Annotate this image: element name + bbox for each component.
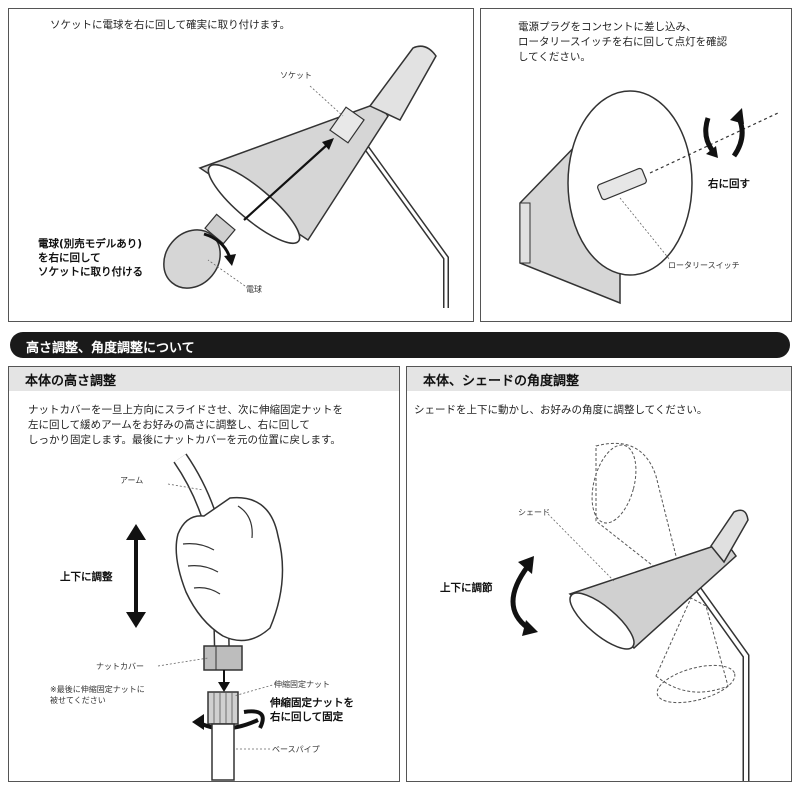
angle-adjust-instruction: シェードを上下に動かし、お好みの角度に調整してください。 bbox=[414, 404, 708, 416]
turn-right-label: 右に回す bbox=[708, 178, 750, 190]
banner-title: 高さ調整、角度調整について bbox=[26, 341, 195, 356]
height-updown-label: 上下に調整 bbox=[60, 571, 113, 583]
bulb-label: 電球 bbox=[246, 285, 262, 294]
base-pipe-label: ベースパイプ bbox=[272, 745, 320, 754]
shade-label: シェード bbox=[518, 508, 550, 517]
height-adjust-title: 本体の高さ調整 bbox=[25, 374, 117, 389]
height-adjust-instruction: ナットカバーを一旦上方向にスライドさせ、次に伸縮固定ナットを 左に回して緩めアー… bbox=[28, 404, 343, 446]
fix-nut-callout: 伸縮固定ナットを 右に回して固定 bbox=[270, 697, 354, 723]
height-adjust-illustration bbox=[126, 453, 284, 781]
shade-angle-illustration bbox=[510, 442, 750, 781]
socket-label: ソケット bbox=[280, 71, 312, 80]
lamp-socket-illustration bbox=[163, 45, 449, 308]
switch-instruction: 電源プラグをコンセントに差し込み、 ロータリースイッチを右に回して点灯を確認 し… bbox=[518, 21, 728, 63]
rotary-switch-label: ロータリースイッチ bbox=[668, 261, 740, 270]
height-adjust-header: 本体の高さ調整 bbox=[9, 367, 399, 391]
socket-instruction: ソケットに電球を右に回して確実に取り付けます。 bbox=[50, 19, 291, 31]
angle-adjust-panel bbox=[406, 366, 792, 782]
angle-adjust-title: 本体、シェードの角度調整 bbox=[423, 374, 580, 389]
nut-cover-label: ナットカバー bbox=[96, 662, 144, 671]
nut-cover-note: ※最後に伸縮固定ナットに 被せてください bbox=[50, 685, 145, 705]
rotary-switch-illustration bbox=[519, 90, 779, 305]
fix-nut-label: 伸縮固定ナット bbox=[274, 680, 330, 689]
bulb-callout: 電球(別売モデルあり) を右に回して ソケットに取り付ける bbox=[38, 238, 143, 278]
angle-adjust-header: 本体、シェードの角度調整 bbox=[407, 367, 791, 391]
shade-updown-label: 上下に調節 bbox=[440, 582, 493, 594]
section-banner: 高さ調整、角度調整について bbox=[10, 332, 790, 358]
arm-label: アーム bbox=[120, 476, 144, 485]
